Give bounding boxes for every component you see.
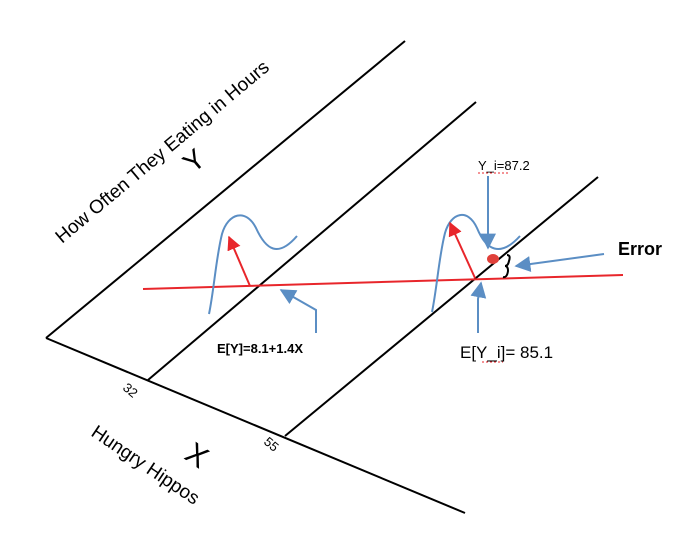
callout-arrow-expected [470,281,487,333]
guide-line-32 [147,101,477,381]
x-symbol: X [179,436,214,475]
guide-line-55 [284,176,599,437]
regression-equation-label: E[Y]=8.1+1.4X [217,341,303,356]
observed-value-label: Y_i=87.2 [478,158,530,173]
tick-label-55: 55 [261,434,282,455]
callout-arrow-error [514,253,605,272]
y-axis-title: How Often They Eating in Hours [52,57,274,248]
error-label: Error [618,239,662,259]
error-brace [502,254,511,279]
x-axis-line [45,337,466,514]
tick-label-32: 32 [120,380,141,401]
expected-value-label: E[Y_i]= 85.1 [460,343,553,362]
distribution-curve-55 [431,214,521,313]
y-axis-line [45,40,406,339]
mean-arrow-55 [448,221,476,279]
regression-line [142,274,624,290]
mean-arrow-32 [227,235,251,287]
distribution-curve-32 [208,214,298,315]
observed-point [487,254,499,264]
callout-arrow-regression [279,289,317,333]
